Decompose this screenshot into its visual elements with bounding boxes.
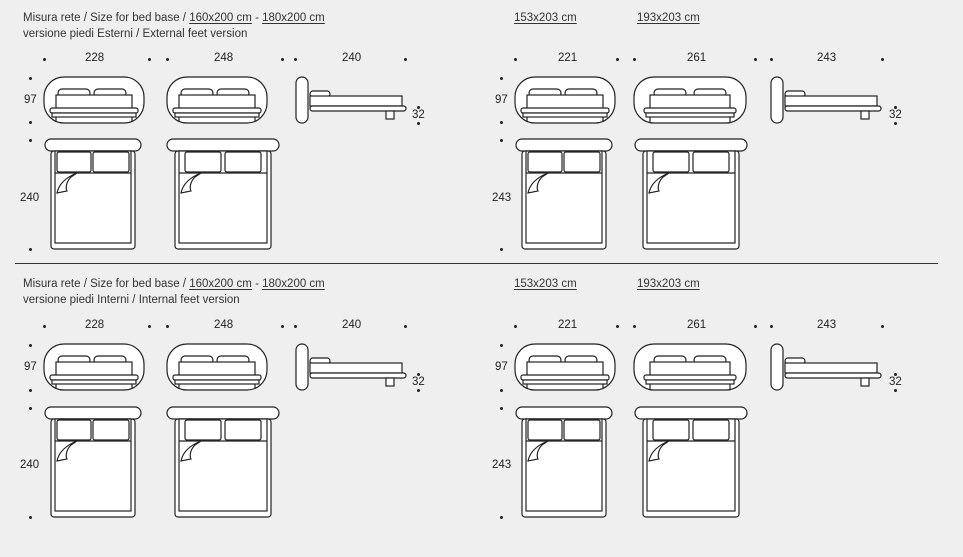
size-153x203: 153x203 cm bbox=[514, 278, 577, 290]
feet-height-dimension: 32 bbox=[889, 376, 902, 388]
width-dimension: 261 bbox=[687, 319, 707, 331]
width-dimension: 228 bbox=[85, 52, 105, 64]
front-view-drawing bbox=[633, 343, 747, 391]
separator: - bbox=[255, 12, 259, 24]
front-view-drawing bbox=[43, 76, 145, 124]
front-view-drawing bbox=[43, 343, 145, 391]
front-view-drawing bbox=[633, 76, 747, 124]
section-divider bbox=[15, 263, 938, 264]
front-view-drawing bbox=[166, 76, 268, 124]
size-160x200: 160x200 cm bbox=[189, 278, 252, 290]
side-view-drawing bbox=[770, 76, 882, 124]
length-dimension: 243 bbox=[817, 52, 837, 64]
separator: - bbox=[255, 278, 259, 290]
size-180x200: 180x200 cm bbox=[262, 278, 325, 290]
width-dimension: 221 bbox=[558, 319, 578, 331]
top-view-drawing bbox=[515, 406, 613, 518]
front-view-drawing bbox=[166, 343, 268, 391]
length-dimension: 240 bbox=[20, 192, 40, 204]
width-dimension: 248 bbox=[214, 52, 234, 64]
size-193x203: 193x203 cm bbox=[637, 12, 700, 24]
height-dimension: 97 bbox=[24, 94, 37, 106]
feet-version-label: versione piedi Esterni / External feet v… bbox=[23, 28, 248, 40]
width-dimension: 221 bbox=[558, 52, 578, 64]
width-dimension: 248 bbox=[214, 319, 234, 331]
front-view-drawing bbox=[514, 343, 616, 391]
top-view-drawing bbox=[44, 406, 142, 518]
feet-height-dimension: 32 bbox=[412, 376, 425, 388]
size-193x203: 193x203 cm bbox=[637, 278, 700, 290]
length-dimension: 240 bbox=[20, 459, 40, 471]
size-header: Misura rete / Size for bed base / 160x20… bbox=[23, 277, 325, 291]
top-view-drawing bbox=[166, 138, 280, 250]
size-180x200: 180x200 cm bbox=[262, 12, 325, 24]
height-dimension: 97 bbox=[495, 361, 508, 373]
width-dimension: 228 bbox=[85, 319, 105, 331]
top-view-drawing bbox=[515, 138, 613, 250]
height-dimension: 97 bbox=[495, 94, 508, 106]
side-view-drawing bbox=[295, 343, 407, 391]
width-dimension: 261 bbox=[687, 52, 707, 64]
feet-height-dimension: 32 bbox=[889, 109, 902, 121]
length-dimension: 243 bbox=[492, 192, 512, 204]
length-dimension: 243 bbox=[817, 319, 837, 331]
size-header: Misura rete / Size for bed base / 160x20… bbox=[23, 11, 325, 25]
size-160x200: 160x200 cm bbox=[189, 12, 252, 24]
side-view-drawing bbox=[295, 76, 407, 124]
top-view-drawing bbox=[634, 138, 748, 250]
side-view-drawing bbox=[770, 343, 882, 391]
top-view-drawing bbox=[44, 138, 142, 250]
size-label: Misura rete / Size for bed base / bbox=[23, 278, 186, 290]
length-dimension: 240 bbox=[342, 319, 362, 331]
top-view-drawing bbox=[166, 406, 280, 518]
length-dimension: 243 bbox=[492, 459, 512, 471]
height-dimension: 97 bbox=[24, 361, 37, 373]
length-dimension: 240 bbox=[342, 52, 362, 64]
size-label: Misura rete / Size for bed base / bbox=[23, 12, 186, 24]
front-view-drawing bbox=[514, 76, 616, 124]
feet-height-dimension: 32 bbox=[412, 109, 425, 121]
feet-version-label: versione piedi Interni / Internal feet v… bbox=[23, 294, 240, 306]
size-153x203: 153x203 cm bbox=[514, 12, 577, 24]
top-view-drawing bbox=[634, 406, 748, 518]
